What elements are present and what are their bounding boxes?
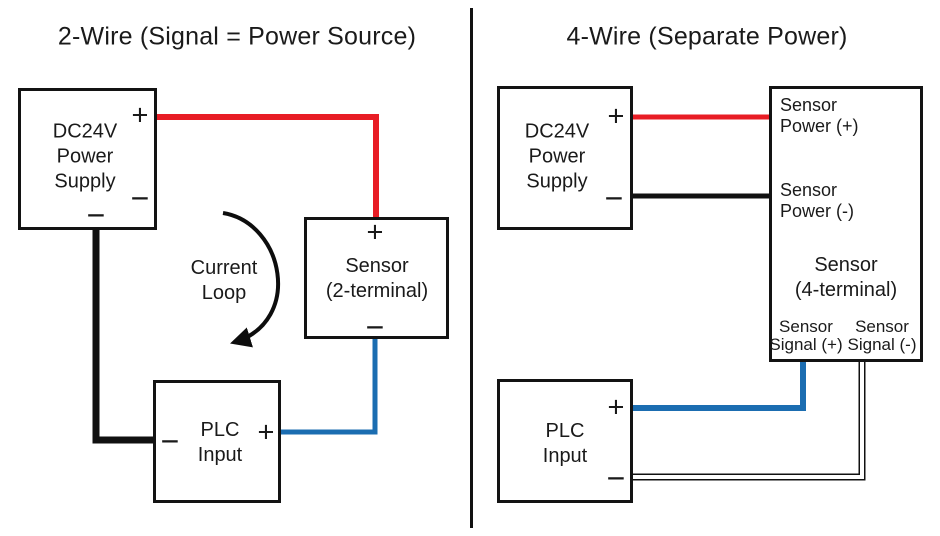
- left-power-bottom-minus-terminal: −: [86, 197, 106, 233]
- current-loop-label: Current Loop: [190, 257, 258, 304]
- left-sensor-minus-terminal: −: [365, 309, 385, 345]
- wire-right-white-signal-minus-outline: [630, 359, 866, 481]
- right-sensor-name-label: Sensor (4-terminal): [794, 254, 898, 301]
- right-plc-plus-terminal: +: [607, 391, 625, 424]
- wire-right-blue-signal-plus: [630, 359, 806, 411]
- wire-left-black-negative: [92, 227, 156, 444]
- left-plc-box: [153, 380, 281, 503]
- left-plc-label: PLC Input: [197, 419, 243, 466]
- left-power-plus-terminal: +: [131, 99, 149, 132]
- left-panel-title: 2-Wire (Signal = Power Source): [57, 22, 417, 51]
- right-power-minus-terminal: −: [604, 180, 624, 216]
- left-power-supply-label: DC24V Power Supply: [52, 120, 118, 193]
- right-power-supply-label: DC24V Power Supply: [524, 120, 590, 193]
- right-plc-label: PLC Input: [542, 420, 588, 467]
- wire-left-red-positive: [154, 114, 379, 220]
- left-plc-plus-terminal: +: [257, 416, 275, 449]
- wire-left-blue-signal: [279, 335, 378, 435]
- wire-right-white-signal-minus-core: [630, 359, 864, 479]
- left-power-minus-terminal: −: [130, 180, 150, 216]
- right-plc-minus-terminal: −: [606, 460, 626, 496]
- left-sensor-box: [304, 217, 449, 339]
- right-panel-title: 4-Wire (Separate Power): [566, 22, 848, 51]
- right-sensor-signal-plus-label: Sensor Signal (+): [769, 317, 843, 354]
- right-power-supply-box: [497, 86, 633, 230]
- right-sensor-power-plus-label: Sensor Power (+): [780, 95, 859, 136]
- left-sensor-label: Sensor (2-terminal): [325, 255, 429, 302]
- right-sensor-signal-minus-label: Sensor Signal (-): [847, 317, 917, 354]
- right-sensor-power-minus-label: Sensor Power (-): [780, 180, 855, 221]
- left-sensor-plus-terminal: +: [366, 216, 384, 249]
- current-loop-arrow: [222, 211, 281, 348]
- left-power-supply-box: [18, 88, 157, 230]
- left-plc-minus-terminal: −: [160, 423, 180, 459]
- right-plc-box: [497, 379, 633, 503]
- right-power-plus-terminal: +: [607, 100, 625, 133]
- right-sensor-box: [769, 86, 923, 362]
